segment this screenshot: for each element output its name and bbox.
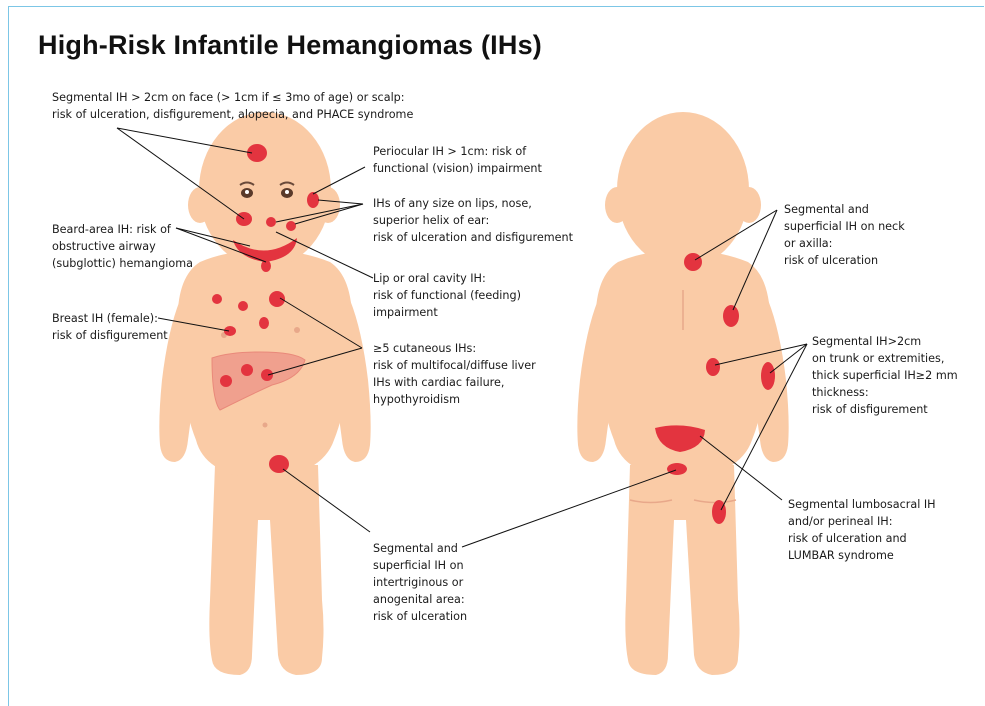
label-beard-area: Beard-area IH: risk of obstructive airwa… xyxy=(52,221,193,272)
label-lips-nose: IHs of any size on lips, nose, superior … xyxy=(373,195,573,246)
back-figure xyxy=(577,112,788,675)
label-lip-oral: Lip or oral cavity IH: risk of functiona… xyxy=(373,270,521,321)
label-cutaneous: ≥5 cutaneous IHs: risk of multifocal/dif… xyxy=(373,340,536,408)
label-breast: Breast IH (female): risk of disfiguremen… xyxy=(52,310,168,344)
label-trunk-extremities: Segmental IH>2cm on trunk or extremities… xyxy=(812,333,958,418)
label-segmental-face: Segmental IH > 2cm on face (> 1cm if ≤ 3… xyxy=(52,89,413,123)
label-intertriginous: Segmental and superficial IH on intertri… xyxy=(373,540,467,625)
label-periocular: Periocular IH > 1cm: risk of functional … xyxy=(373,143,542,177)
label-lumbosacral: Segmental lumbosacral IH and/or perineal… xyxy=(788,496,936,564)
front-figure xyxy=(159,112,370,675)
label-neck-axilla: Segmental and superficial IH on neck or … xyxy=(784,201,905,269)
